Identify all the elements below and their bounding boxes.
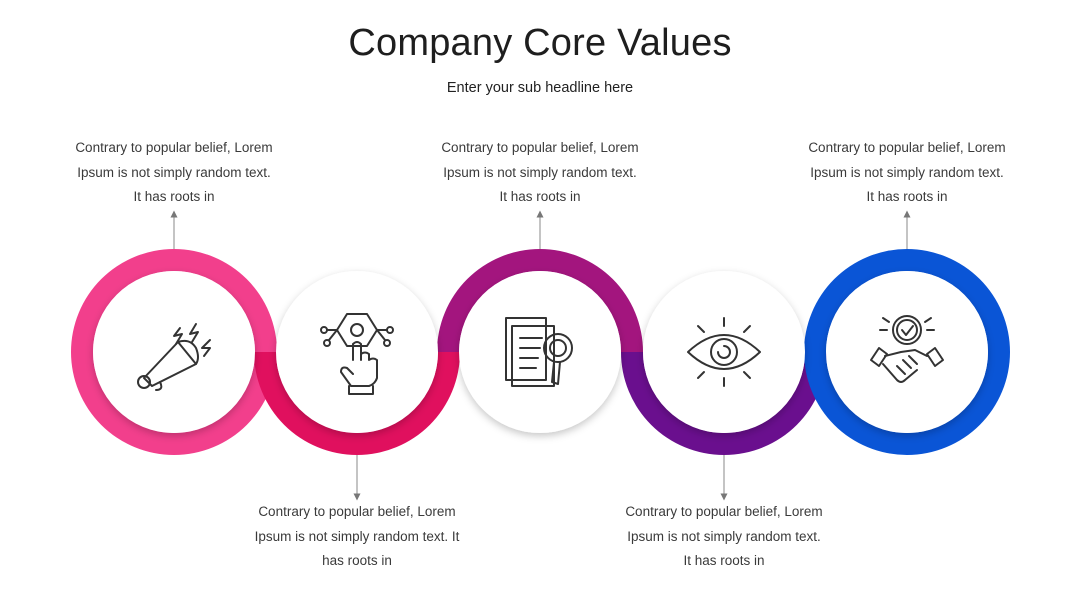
step-5-line-2: Ipsum is not simply random text. bbox=[810, 164, 1004, 180]
step-4-line-2: Ipsum is not simply random text. bbox=[627, 528, 821, 544]
step-5-description: Contrary to popular belief, Lorem Ipsum … bbox=[792, 136, 1022, 210]
document-search-icon bbox=[505, 317, 573, 387]
step-1-description: Contrary to popular belief, Lorem Ipsum … bbox=[59, 136, 289, 210]
handshake-icon bbox=[870, 315, 944, 383]
step-4-line-1: Contrary to popular belief, Lorem bbox=[625, 504, 823, 519]
step-1-line-1: Contrary to popular belief, Lorem bbox=[75, 140, 273, 155]
step-2-line-2: Ipsum is not simply random text. It bbox=[254, 528, 460, 544]
step-4-circle bbox=[643, 271, 805, 433]
step-3-line-3: It has roots in bbox=[499, 189, 581, 204]
step-3-circle bbox=[459, 271, 621, 433]
step-5-ring-band bbox=[804, 249, 1010, 352]
step-4-line-3: It has roots in bbox=[683, 553, 765, 568]
step-3-line-1: Contrary to popular belief, Lorem bbox=[441, 140, 639, 155]
step-1-circle bbox=[93, 271, 255, 433]
step-1-line-3: It has roots in bbox=[133, 189, 215, 204]
step-1-line-2: Ipsum is not simply random text. bbox=[77, 164, 271, 180]
touch-hexagon-icon bbox=[320, 313, 394, 395]
step-5-ring-end-band bbox=[804, 352, 1010, 455]
step-5-line-3: It has roots in bbox=[866, 189, 948, 204]
step-5-line-1: Contrary to popular belief, Lorem bbox=[808, 140, 1006, 155]
step-3-line-2: Ipsum is not simply random text. bbox=[443, 164, 637, 180]
step-2-description: Contrary to popular belief, Lorem Ipsum … bbox=[242, 500, 472, 574]
step-3-description: Contrary to popular belief, Lorem Ipsum … bbox=[425, 136, 655, 210]
page-title: Company Core Values bbox=[348, 22, 732, 64]
step-1-ring-band bbox=[71, 249, 277, 352]
step-2-line-1: Contrary to popular belief, Lorem bbox=[258, 504, 456, 519]
step-2-circle bbox=[276, 271, 438, 433]
megaphone-icon bbox=[137, 323, 211, 391]
eye-icon bbox=[687, 317, 761, 387]
step-2-ring-band bbox=[254, 352, 460, 455]
step-1-ring-end-band bbox=[71, 352, 277, 455]
page-subtitle: Enter your sub headline here bbox=[446, 80, 634, 96]
step-4-ring-band bbox=[621, 352, 827, 455]
step-3-ring-band bbox=[437, 249, 643, 352]
step-4-description: Contrary to popular belief, Lorem Ipsum … bbox=[609, 500, 839, 574]
step-2-line-3: has roots in bbox=[322, 553, 392, 568]
